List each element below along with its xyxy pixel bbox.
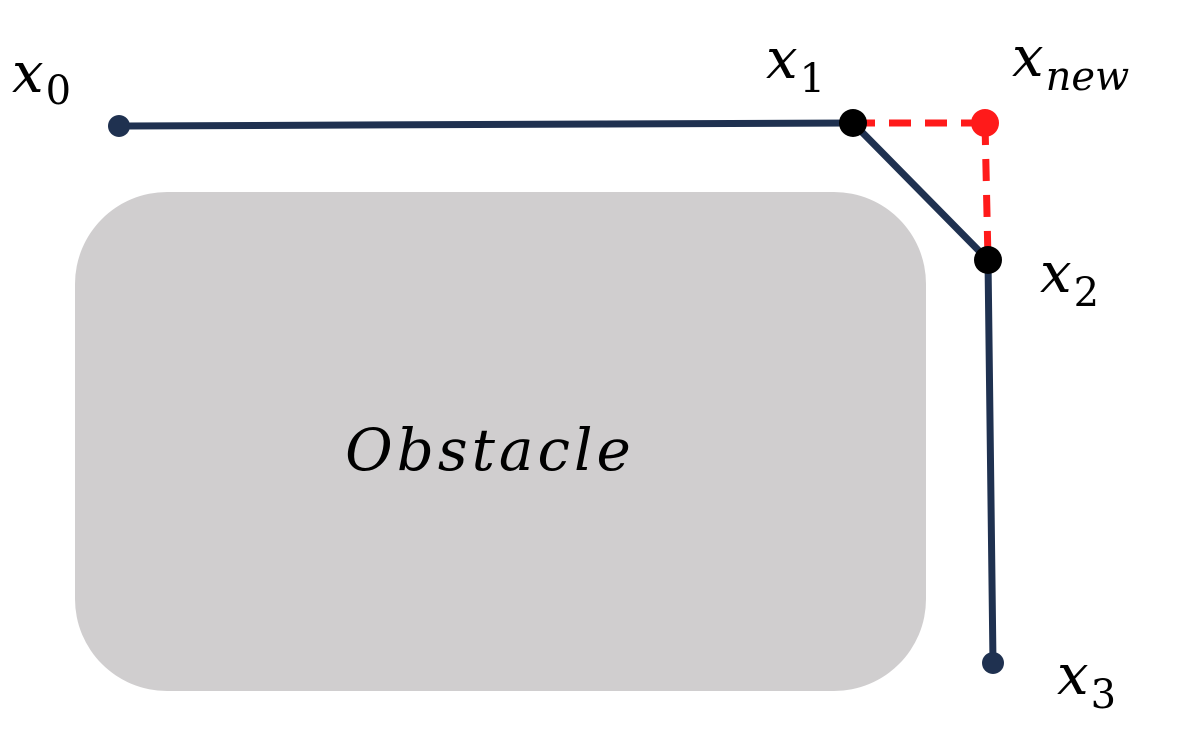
label-x3: x3 bbox=[1057, 643, 1116, 718]
node-xnew bbox=[971, 109, 999, 137]
label-xnew: xnew bbox=[1012, 25, 1129, 100]
node-x1 bbox=[839, 109, 867, 137]
label-x2: x2 bbox=[1040, 241, 1099, 316]
path-segment-x1-x2 bbox=[849, 119, 992, 264]
new-path-segment-xnew-x2 bbox=[981, 122, 992, 261]
path-segment-x2-x3 bbox=[984, 256, 997, 667]
label-x1: x1 bbox=[766, 27, 825, 102]
label-x0: x0 bbox=[12, 41, 71, 114]
obstacle-region bbox=[75, 192, 926, 691]
node-x2 bbox=[974, 246, 1002, 274]
node-x3 bbox=[982, 652, 1004, 674]
path-segment-x0-x1 bbox=[115, 119, 857, 130]
obstacle-label: Obstacle bbox=[345, 416, 635, 484]
node-x0 bbox=[108, 115, 130, 137]
